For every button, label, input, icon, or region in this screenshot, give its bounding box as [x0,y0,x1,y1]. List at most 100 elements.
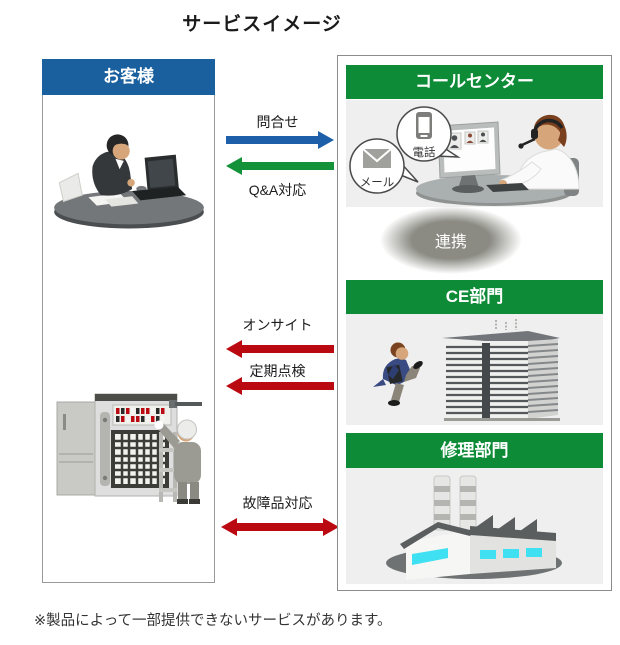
arrow-head [318,131,334,149]
front-leg [391,383,404,402]
indicator-lights-row2 [116,416,165,422]
smartphone-icon [416,112,432,139]
running-engineer [373,342,423,406]
cooperation-badge: 連携 [380,206,522,274]
chimneys [433,475,477,531]
operator [499,114,580,190]
building-base [444,418,560,421]
arrow-shaft [239,382,334,390]
fault-handling-arrow [221,518,339,536]
laptop-base [132,186,187,201]
worker [154,419,201,504]
grid-cells [115,434,165,484]
customer-box: お客様 [42,59,215,583]
side-floor-lines [527,343,559,413]
arm [388,364,399,379]
call-center-illustration: 電話 メール [349,106,580,206]
arrow-shaft [239,345,334,353]
arrow-head [226,340,242,358]
laptop-display [147,158,176,188]
phone-bubble: 電話 [396,106,461,162]
cabinet-lines [59,453,93,463]
customer-header: お客様 [42,59,215,95]
grid-vlines [120,434,160,484]
flow-onsite-label: オンサイト [242,317,313,333]
shoe [413,361,423,369]
arrow-head [221,518,237,536]
keyboard [486,183,529,192]
qa-response-arrow [226,157,334,175]
call-center-panel: 電話 メール [346,100,603,207]
monitor [437,121,501,193]
face [395,347,409,360]
sawtooth [498,517,515,531]
arrow-head [226,377,242,395]
screw [102,417,108,423]
ce-dept-header: CE部門 [346,280,603,314]
cabinet-handle [63,414,66,430]
factory-illustration [386,475,562,580]
window [503,549,519,558]
face [112,142,130,160]
chair-back [58,172,83,203]
page-title: サービスイメージ [182,14,342,35]
departments-box: コールセンター [337,55,612,591]
sawtooth [476,515,493,529]
gable-roof [400,522,474,549]
repair-dept-header: 修理部門 [346,433,603,468]
machine-top-band [95,394,177,401]
arrow-shaft [232,523,328,531]
machine-rail [100,412,110,486]
roof [442,331,560,344]
mail-bubble-label: メール [360,177,395,189]
ce-dept-illustration [373,319,560,421]
roof-band [470,526,556,541]
headset-mic-boom [521,137,536,147]
hair-front [110,138,128,148]
headset-mic [518,143,524,149]
mail-icon [362,148,392,168]
onsite-arrow [226,340,334,358]
grid-hlines [115,439,165,479]
arrow-head [323,518,339,536]
papers [105,196,139,207]
factory-building [400,515,556,580]
cooperation-label: 連携 [434,234,467,251]
cabinet-side [56,401,96,496]
monitor-base [452,185,484,193]
arrow-shaft [226,136,321,144]
indicator-lights-row1 [116,408,165,414]
phone-bubble-label: 電話 [413,145,436,159]
shoe [388,400,400,406]
call-center-header: コールセンター [346,65,603,99]
arm [107,172,131,187]
flow-qa-label: Q&A対応 [248,182,307,198]
back-leg [404,366,420,382]
office-building [442,319,560,421]
window [480,550,496,559]
antennas [495,319,517,330]
arrow-shaft [239,162,334,170]
ce-dept-panel [346,314,603,425]
flow-fault-label: 故障品対応 [242,495,313,511]
coat-flap [373,379,386,387]
mail-bubble: メール [349,138,419,194]
elevator-shaft [482,343,490,419]
shirt-collar [115,158,124,170]
footnote: ※製品によって一部提供できないサービスがあります。 [34,613,392,629]
arrow-head [226,157,242,175]
inspection-arrow [226,377,334,395]
headset-band [533,118,564,131]
equipment-inspection-illustration [56,393,202,504]
window [526,548,542,557]
screw [102,475,108,481]
sawtooth [520,519,537,533]
headset-earpiece [531,129,538,139]
flow-inspection-label: 定期点検 [249,363,306,379]
window-left [412,548,448,565]
hand [127,178,135,187]
customer-at-laptop-illustration [54,134,204,229]
pipe-joint [169,400,177,408]
repair-dept-panel [346,468,603,584]
